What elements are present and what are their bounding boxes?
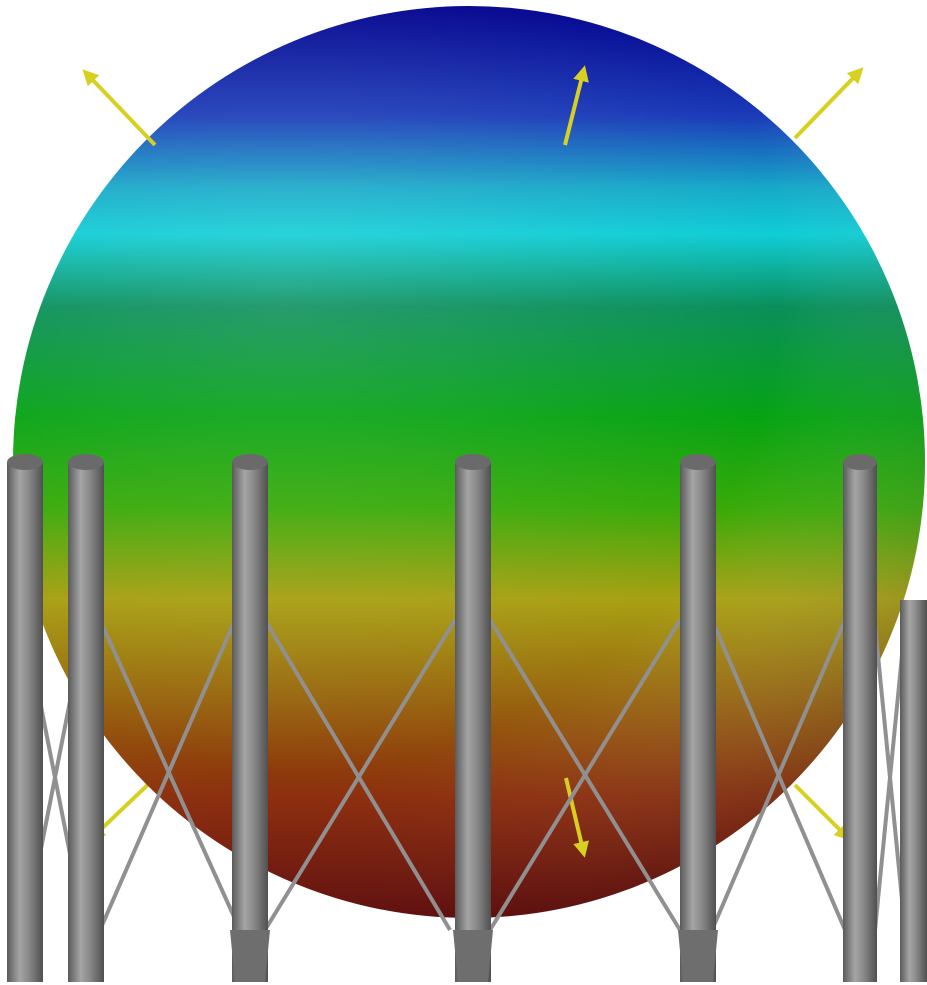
column <box>680 454 716 982</box>
arrow-icon <box>793 67 864 140</box>
column <box>7 454 43 982</box>
arrow-icon <box>793 783 851 841</box>
column-bases <box>230 930 718 982</box>
column <box>455 454 491 982</box>
arrow-icon <box>82 69 157 147</box>
column <box>68 454 104 982</box>
load-arrows-back <box>89 776 851 841</box>
column <box>900 600 927 982</box>
load-arrows-top <box>82 65 864 858</box>
support-columns <box>7 454 927 982</box>
arrow-icon <box>564 777 589 858</box>
arrow-icon <box>563 65 589 146</box>
column <box>232 454 268 982</box>
arrow-icon <box>89 776 157 841</box>
column <box>843 454 877 982</box>
